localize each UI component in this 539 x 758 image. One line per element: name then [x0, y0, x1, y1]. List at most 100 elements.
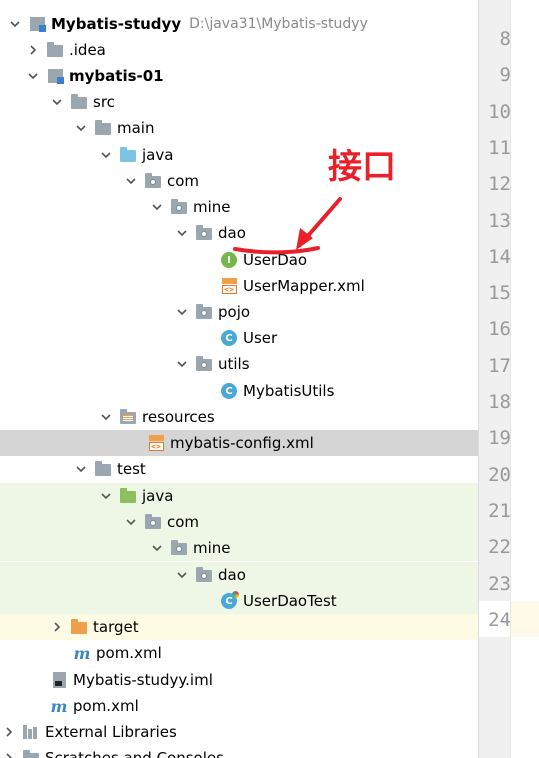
- tree-row-project[interactable]: Mybatis-studyy D:\java31\Mybatis-studyy: [0, 11, 478, 37]
- tree-row-mybatis-utils[interactable]: C MybatisUtils: [0, 378, 478, 404]
- line-number: 10: [488, 100, 511, 123]
- tree-row-scratches[interactable]: Scratches and Consoles: [0, 745, 478, 758]
- chevron-right-icon[interactable]: [0, 719, 18, 745]
- tree-row-pojo[interactable]: pojo: [0, 299, 478, 325]
- line-number: 24: [488, 608, 511, 631]
- tree-item-label: External Libraries: [45, 723, 177, 741]
- tree-row-utils[interactable]: utils: [0, 351, 478, 377]
- chevron-down-icon[interactable]: [6, 11, 24, 37]
- tree-item-label: target: [93, 618, 139, 636]
- module-icon: [46, 67, 64, 85]
- line-number: 18: [488, 391, 511, 413]
- tree-row-java[interactable]: java: [0, 142, 478, 168]
- tree-row-main[interactable]: main: [0, 115, 478, 141]
- project-name: Mybatis-studyy: [51, 15, 182, 33]
- package-icon: [195, 355, 213, 373]
- tree-row-root-pom[interactable]: m pom.xml: [0, 693, 478, 719]
- chevron-down-icon[interactable]: [173, 299, 191, 325]
- chevron-down-icon[interactable]: [122, 509, 140, 535]
- line-number: 8: [499, 28, 511, 50]
- chevron-down-icon[interactable]: [173, 220, 191, 246]
- package-icon: [195, 566, 213, 584]
- tree-row-user-dao-test[interactable]: C UserDaoTest: [0, 588, 478, 614]
- chevron-down-icon[interactable]: [173, 562, 191, 588]
- tree-item-label: com: [167, 513, 200, 531]
- tree-row-mybatis-config[interactable]: <> mybatis-config.xml: [0, 430, 478, 456]
- tree-item-label: main: [117, 119, 155, 137]
- folder-icon: [94, 460, 112, 478]
- tree-row-user-mapper[interactable]: <> UserMapper.xml: [0, 273, 478, 299]
- chevron-down-icon[interactable]: [97, 142, 115, 168]
- tree-item-label: dao: [218, 566, 246, 584]
- tree-row-user[interactable]: C User: [0, 325, 478, 351]
- tree-row-src[interactable]: src: [0, 89, 478, 115]
- chevron-down-icon[interactable]: [148, 194, 166, 220]
- tree-row-test-mine[interactable]: mine: [0, 535, 478, 561]
- tree-item-label: UserMapper.xml: [243, 277, 365, 295]
- tree-item-label: com: [167, 172, 200, 190]
- line-number: 11: [488, 136, 511, 159]
- tree-item-label: User: [243, 329, 278, 347]
- tree-item-label: mybatis-config.xml: [170, 434, 314, 452]
- xml-file-icon: <>: [220, 277, 238, 295]
- tree-row-resources[interactable]: resources: [0, 404, 478, 430]
- maven-icon: m: [73, 643, 91, 663]
- tree-item-label: resources: [142, 408, 215, 426]
- line-number: 12: [488, 173, 511, 196]
- tree-row-target[interactable]: target: [0, 614, 478, 640]
- line-number: 23: [488, 572, 511, 595]
- tree-item-label: UserDao: [243, 251, 308, 269]
- chevron-right-icon[interactable]: [48, 614, 66, 640]
- class-icon: C: [220, 329, 238, 347]
- chevron-down-icon[interactable]: [24, 63, 42, 89]
- tree-row-test[interactable]: test: [0, 456, 478, 482]
- folder-icon: [94, 119, 112, 137]
- tree-row-idea[interactable]: .idea: [0, 37, 478, 63]
- chevron-down-icon[interactable]: [148, 535, 166, 561]
- package-icon: [170, 539, 188, 557]
- tree-item-label: java: [142, 487, 174, 505]
- tree-row-user-dao[interactable]: I UserDao: [0, 247, 478, 273]
- tree-item-label: pom.xml: [73, 697, 139, 715]
- tree-row-dao[interactable]: dao: [0, 220, 478, 246]
- chevron-down-icon[interactable]: [173, 351, 191, 377]
- module-icon: [28, 15, 46, 33]
- tree-item-label: test: [117, 460, 146, 478]
- tree-row-test-java[interactable]: java: [0, 483, 478, 509]
- line-number: 15: [488, 282, 511, 305]
- class-icon: C: [220, 382, 238, 400]
- current-line-highlight: [511, 601, 539, 637]
- chevron-right-icon[interactable]: [0, 745, 18, 758]
- chevron-down-icon[interactable]: [48, 89, 66, 115]
- annotation-text: 接口: [328, 147, 396, 187]
- tree-row-module[interactable]: mybatis-01: [0, 63, 478, 89]
- folder-icon: [46, 41, 64, 59]
- tree-row-test-dao[interactable]: dao: [0, 562, 478, 588]
- tree-row-module-pom[interactable]: m pom.xml: [0, 640, 478, 666]
- tree-row-mine[interactable]: mine: [0, 194, 478, 220]
- tree-row-test-com[interactable]: com: [0, 509, 478, 535]
- tree-item-label: MybatisUtils: [243, 382, 335, 400]
- package-icon: [195, 224, 213, 242]
- iml-file-icon: [50, 671, 68, 689]
- interface-icon: I: [220, 251, 238, 269]
- tree-row-iml[interactable]: Mybatis-studyy.iml: [0, 667, 478, 693]
- test-source-folder-icon: [119, 487, 137, 505]
- chevron-down-icon[interactable]: [72, 115, 90, 141]
- tree-item-label: pojo: [218, 303, 251, 321]
- tree-item-label: java: [142, 146, 174, 164]
- line-number: 19: [488, 427, 511, 450]
- chevron-down-icon[interactable]: [72, 456, 90, 482]
- resources-folder-icon: [119, 408, 137, 426]
- chevron-right-icon[interactable]: [24, 37, 42, 63]
- chevron-down-icon[interactable]: [97, 404, 115, 430]
- package-icon: [144, 513, 162, 531]
- line-number: 13: [488, 209, 511, 232]
- package-icon: [195, 303, 213, 321]
- project-path: D:\java31\Mybatis-studyy: [189, 16, 368, 32]
- tree-row-external-libraries[interactable]: External Libraries: [0, 719, 478, 745]
- chevron-down-icon[interactable]: [122, 168, 140, 194]
- scratches-icon: [22, 749, 40, 758]
- chevron-down-icon[interactable]: [97, 483, 115, 509]
- tree-row-com[interactable]: com: [0, 168, 478, 194]
